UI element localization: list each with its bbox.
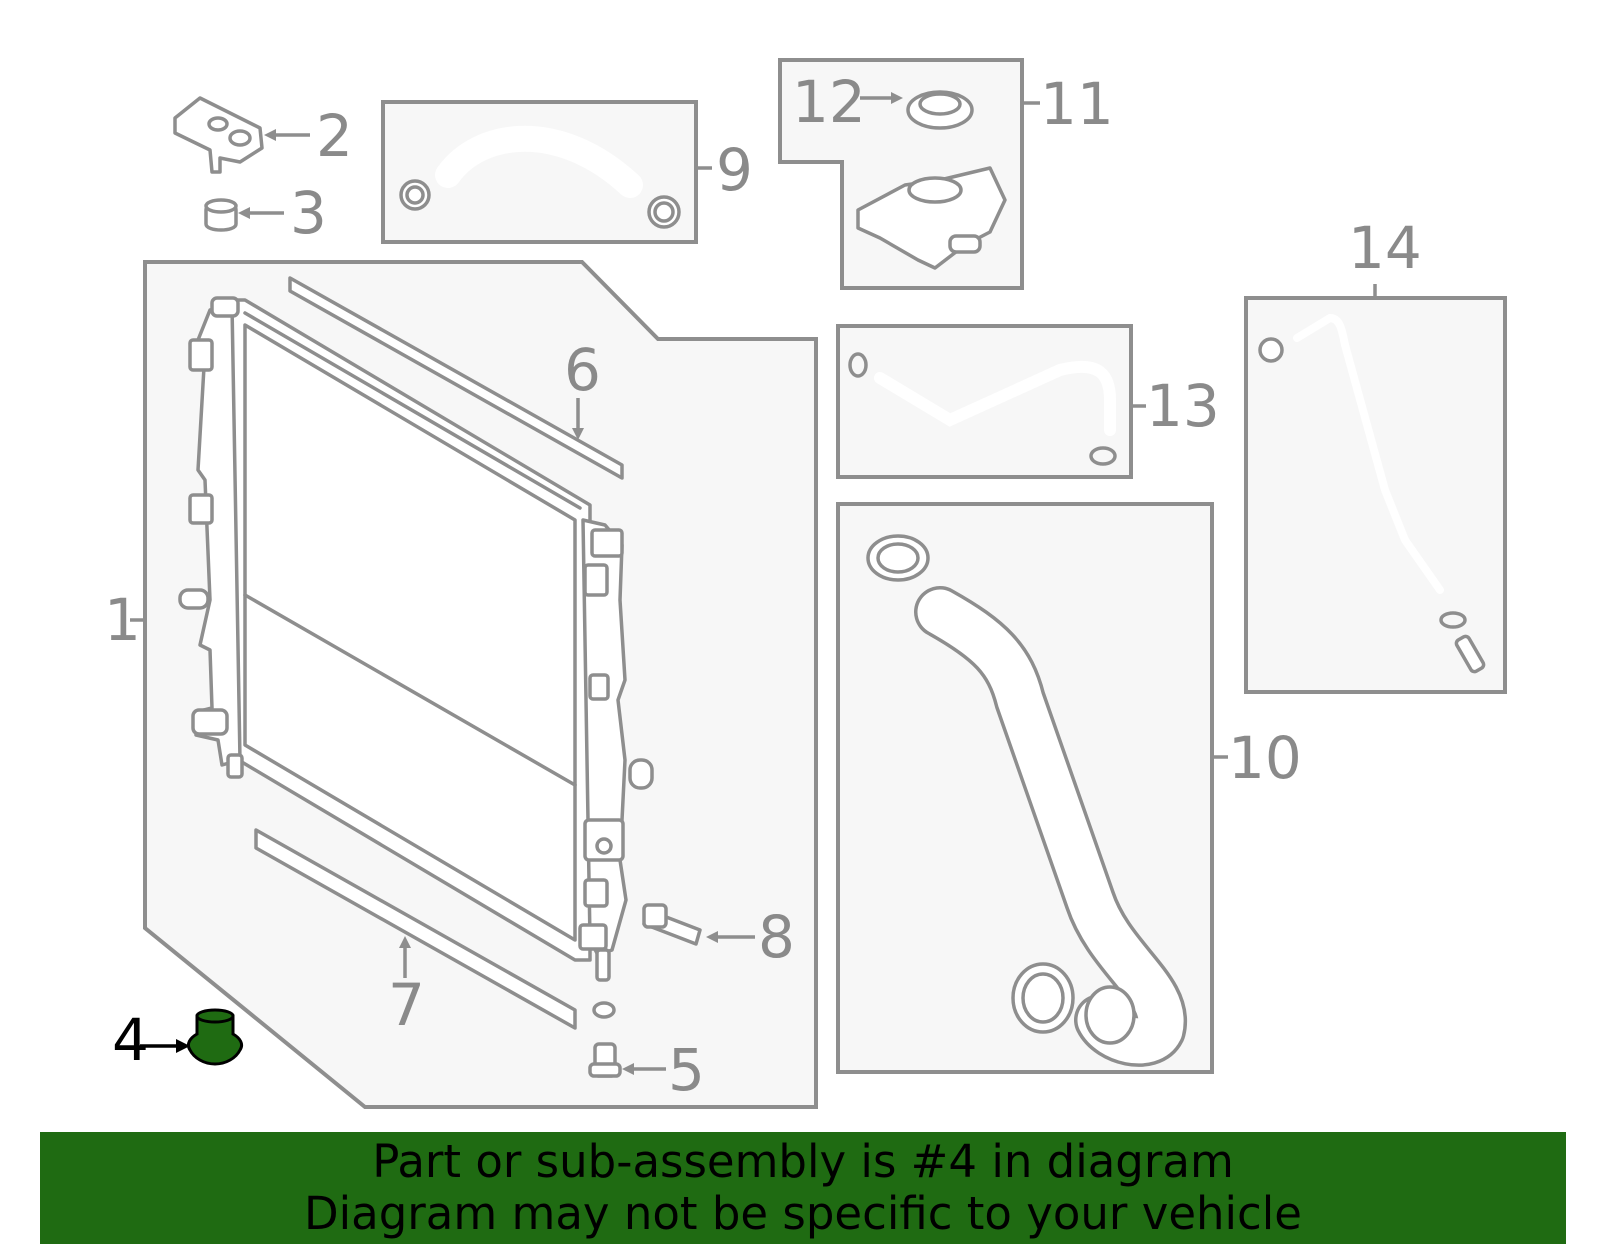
part-5-drain-cock[interactable]: 5 <box>588 1001 705 1104</box>
part-8-drain-plug[interactable]: 8 <box>642 903 795 971</box>
callout-4[interactable]: 4 <box>112 1006 149 1074</box>
radiator-core <box>178 296 654 982</box>
callout-14[interactable]: 14 <box>1348 214 1422 282</box>
part-11-reservoir-group[interactable]: 12 11 <box>778 58 1114 290</box>
callout-6[interactable]: 6 <box>564 336 601 404</box>
hose-13-box <box>836 324 1133 479</box>
part-10-lower-hose[interactable]: 10 <box>836 502 1302 1074</box>
part-4-highlighted[interactable]: 4 <box>112 1006 244 1074</box>
callout-11[interactable]: 11 <box>1040 70 1114 138</box>
callout-10[interactable]: 10 <box>1228 724 1302 792</box>
hose-9-box <box>381 100 698 244</box>
callout-9[interactable]: 9 <box>716 136 753 204</box>
callout-13[interactable]: 13 <box>1146 372 1220 440</box>
banner-line-2: Diagram may not be specific to your vehi… <box>304 1187 1302 1240</box>
callout-2[interactable]: 2 <box>316 102 353 170</box>
info-banner: Part or sub-assembly is #4 in diagram Di… <box>40 1132 1566 1244</box>
banner-line-1: Part or sub-assembly is #4 in diagram <box>372 1135 1234 1188</box>
radiator-assembly-group[interactable]: 1 <box>104 260 818 1109</box>
part-13-bypass-hose[interactable]: 13 <box>836 324 1220 479</box>
callout-8[interactable]: 8 <box>758 903 795 971</box>
part-9-upper-hose[interactable]: 9 <box>381 100 753 244</box>
part-3-grommet[interactable]: 3 <box>204 179 327 247</box>
part-7-lower-seal[interactable]: 7 <box>254 828 577 1039</box>
callout-3[interactable]: 3 <box>290 179 327 247</box>
part-4-shape <box>186 1014 244 1066</box>
hose-14-box <box>1244 296 1507 694</box>
part-6-upper-seal[interactable]: 6 <box>288 276 624 480</box>
callout-7[interactable]: 7 <box>388 971 425 1039</box>
part-14-overflow-hose[interactable]: 14 <box>1244 214 1507 694</box>
part-2-bracket[interactable]: 2 <box>173 96 353 174</box>
callout-5[interactable]: 5 <box>668 1036 705 1104</box>
callout-12[interactable]: 12 <box>792 68 866 136</box>
